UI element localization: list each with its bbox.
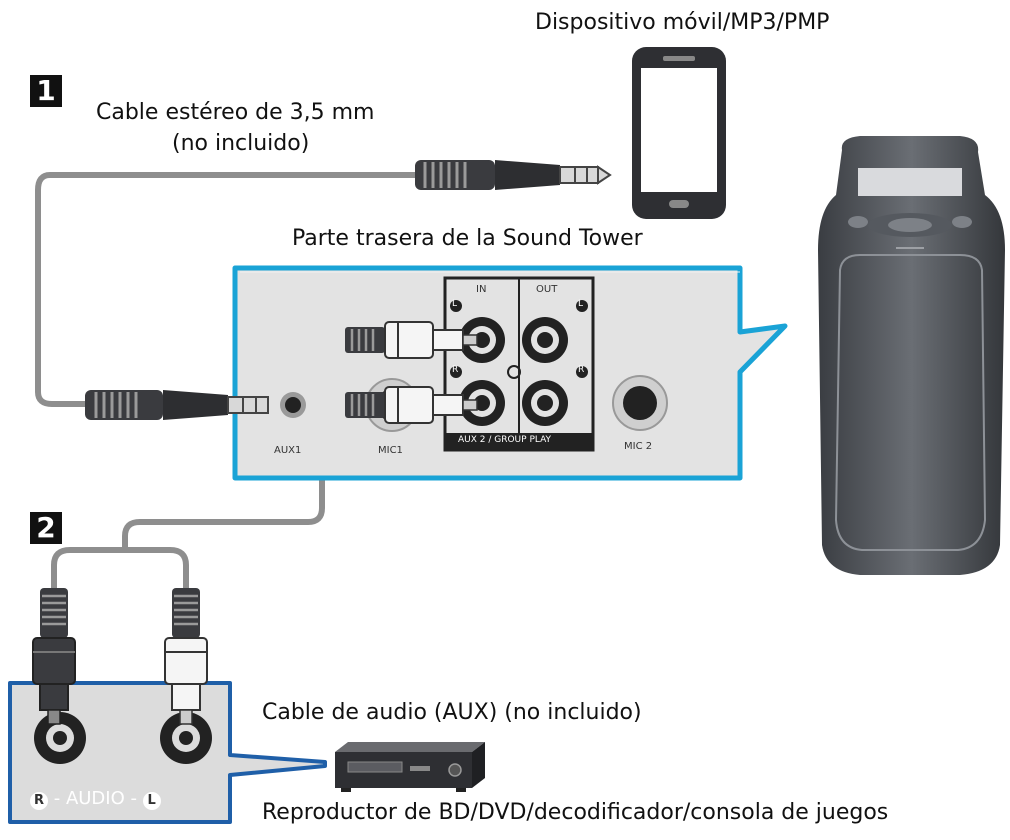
rca-plug-in-left (345, 321, 478, 359)
step-1-marker: 1 (30, 75, 62, 107)
source-device-label: Dispositivo móvil/MP3/PMP (535, 10, 830, 35)
player-rear-panel (8, 681, 327, 824)
rear-panel-title: Parte trasera de la Sound Tower (292, 226, 643, 251)
aux2-group-play-label: AUX 2 / GROUP PLAY (458, 435, 552, 445)
right-channel-badge: R (30, 792, 48, 810)
audio-cable-wire (122, 337, 345, 548)
mobile-device (632, 47, 726, 219)
out-left-mark: L (578, 299, 584, 309)
in-right-mark: R (452, 365, 459, 375)
left-channel-badge: L (142, 792, 161, 810)
rca-plug-in-right (345, 386, 478, 424)
rear-panel-callout (232, 265, 788, 481)
bd-dvd-player (335, 742, 485, 792)
step-2-marker: 2 (30, 512, 62, 544)
player-audio-label: R - AUDIO - L (30, 788, 161, 810)
player-label: Reproductor de BD/DVD/decodificador/cons… (262, 800, 889, 825)
sound-tower (818, 136, 1005, 575)
stereo-cable-label-line1: Cable estéreo de 3,5 mm (96, 100, 375, 125)
out-right-mark: R (578, 365, 585, 375)
mic1-jack-label: MIC1 (378, 445, 403, 456)
audio-cable-split (51, 547, 189, 590)
out-jack-label: OUT (536, 284, 558, 295)
stereo-cable-wire (35, 172, 415, 407)
in-left-mark: L (452, 299, 458, 309)
rca-plug-vertical-white (164, 588, 208, 725)
aux1-jack-label: AUX1 (274, 445, 302, 456)
stereo-plug-aux1 (85, 390, 269, 420)
mic2-jack-label: MIC 2 (624, 441, 653, 452)
stereo-cable-label-line2: (no incluido) (172, 131, 310, 156)
audio-cable-label: Cable de audio (AUX) (no incluido) (262, 700, 642, 725)
in-jack-label: IN (476, 284, 487, 295)
rca-plug-vertical-red (32, 588, 76, 725)
audio-label-text: - AUDIO - (48, 788, 143, 809)
stereo-plug-top (415, 160, 612, 190)
